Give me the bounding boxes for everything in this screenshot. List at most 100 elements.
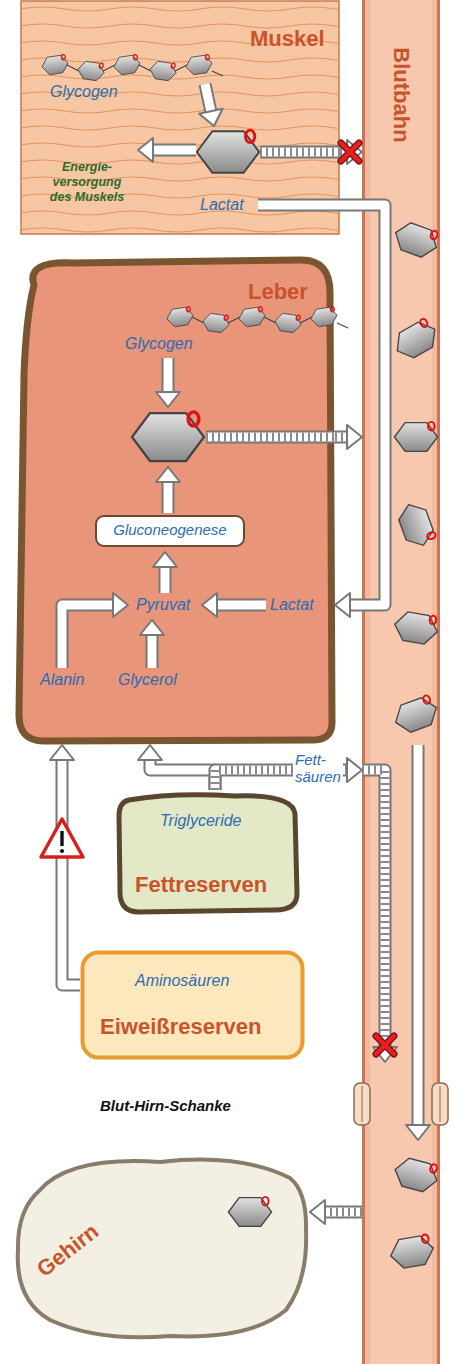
arrow-outline: [162, 480, 175, 513]
metabolite-label: Pyruvat: [136, 596, 190, 613]
metabolite-label: Aminosäuren: [135, 972, 229, 989]
chain-link: [337, 323, 348, 328]
metabolite-label: Lactat: [270, 596, 314, 613]
flow-connector: [335, 425, 362, 449]
arrow-outline: [62, 758, 80, 985]
arrow-outline: [151, 144, 196, 157]
arrow-outline: [159, 565, 172, 593]
text-wrap: Blutbahn: [388, 47, 414, 142]
arrow-body: [151, 146, 196, 155]
muscle-fibres: [21, 1, 339, 234]
warning-bar: [60, 831, 63, 846]
barrier-label: Blut-Hirn-Schanke: [100, 1097, 231, 1114]
arrow-head: [347, 425, 362, 449]
flow-arrow: [260, 152, 340, 153]
metabolite-label: Glycogen: [125, 335, 193, 352]
metabolite-label: Lactat: [200, 196, 244, 213]
arrow-body: [150, 758, 215, 790]
edge-label: Fett- säuren: [293, 751, 343, 786]
arrow-outline: [260, 146, 340, 159]
barrier-cell: [354, 1083, 370, 1125]
vessel-wall: [362, 0, 365, 1364]
bloodstream-band: Blutbahn: [362, 0, 440, 1364]
vessel-fill: [362, 0, 440, 1364]
text-wrap: Alanin: [40, 671, 84, 689]
metabolite-label: Alanin: [40, 671, 84, 688]
arrow-head: [310, 1200, 325, 1224]
process-frame: [96, 516, 244, 546]
metabolite-label: Glycerol: [118, 671, 177, 688]
arrow-head: [347, 758, 362, 782]
cross: [341, 143, 359, 161]
flow-connector: [50, 745, 80, 985]
text-wrap: Eiweißreserven: [100, 1014, 261, 1040]
arrow-head: [50, 745, 74, 760]
flow-arrow: [206, 437, 335, 438]
text-wrap: Gluconeogenese: [95, 521, 245, 539]
liver-organ: LeberGlycogenPyruvat LactatAlanin Glycerol…: [12, 255, 335, 745]
blocked-mark: [376, 1036, 394, 1054]
barrier-cell: [432, 1083, 448, 1125]
arrow-hatch: [206, 433, 335, 442]
liver-shape: [19, 260, 332, 741]
arrow-outline: [146, 633, 159, 668]
arrow-body: [206, 433, 335, 442]
arrow-head: [335, 593, 350, 617]
text-wrap: Blut-Hirn-Schanke: [100, 1097, 231, 1115]
node-title: Muskel: [250, 26, 325, 51]
warning-triangle: [41, 819, 83, 857]
muscle-fill: [21, 1, 339, 234]
arrow-hatch: [323, 1208, 362, 1217]
metabolite-label: Triglyceride: [160, 812, 242, 829]
flow-connector: [340, 140, 362, 164]
text-wrap: Glycerol: [118, 671, 177, 689]
text-wrap: Aminosäuren: [135, 972, 229, 990]
arrow-outline: [206, 431, 335, 444]
text-wrap: Fett- säuren: [293, 751, 343, 786]
vessel-wall: [437, 0, 440, 1364]
text-wrap: Lactat: [270, 596, 314, 614]
arrow-body: [164, 480, 173, 513]
arrow-outline: [412, 745, 425, 1127]
muscle-box: MuskelGlycogenEnergie- versorgung des Mu…: [20, 0, 340, 235]
cross: [376, 1036, 394, 1054]
cross-outline: [376, 1036, 394, 1054]
text-wrap: Glycogen: [125, 335, 193, 353]
barrier-line: [362, 1086, 363, 1122]
text-wrap: Pyruvat: [136, 596, 190, 614]
flow-connector: [310, 1200, 362, 1224]
node-title: Fettreserven: [135, 872, 267, 897]
arrow-body: [258, 201, 340, 210]
arrow-body: [205, 84, 211, 113]
brain-organ: Gehirn: [10, 1150, 310, 1345]
process-box: Gluconeogenese: [95, 515, 245, 547]
warning-sign: [41, 819, 83, 857]
arrow-outline: [215, 599, 266, 612]
arrow-body: [161, 565, 170, 593]
note-label: Energie- versorgung des Muskels: [45, 160, 129, 205]
node-title: Leber: [248, 279, 308, 304]
arrow-outline: [162, 358, 175, 394]
blocked-mark: [341, 143, 359, 161]
vessel-highlight: [370, 0, 432, 1364]
arrow-outline: [323, 1206, 362, 1219]
flow-connector: [138, 745, 215, 790]
band-outline: [362, 0, 440, 1364]
text-wrap: Glycogen: [50, 83, 118, 101]
text-wrap: Muskel: [250, 26, 325, 52]
text-wrap: Triglyceride: [160, 812, 242, 830]
brain-shape: [18, 1160, 306, 1338]
arrow-body: [414, 745, 423, 1127]
fat-shape: [119, 795, 297, 912]
arrow-head: [138, 745, 162, 760]
organ-title: Gehirn: [32, 1218, 103, 1281]
metabolite-label: Glycogen: [50, 83, 118, 100]
text-wrap: Energie- versorgung des Muskels: [45, 160, 129, 205]
cross-outline: [341, 143, 359, 161]
eiweiss-outline: [80, 950, 305, 1060]
text-wrap: Lactat: [200, 196, 244, 214]
protein-shape: [83, 953, 303, 1058]
arrow-outline: [205, 84, 211, 113]
vessel-title: Blutbahn: [389, 47, 414, 142]
